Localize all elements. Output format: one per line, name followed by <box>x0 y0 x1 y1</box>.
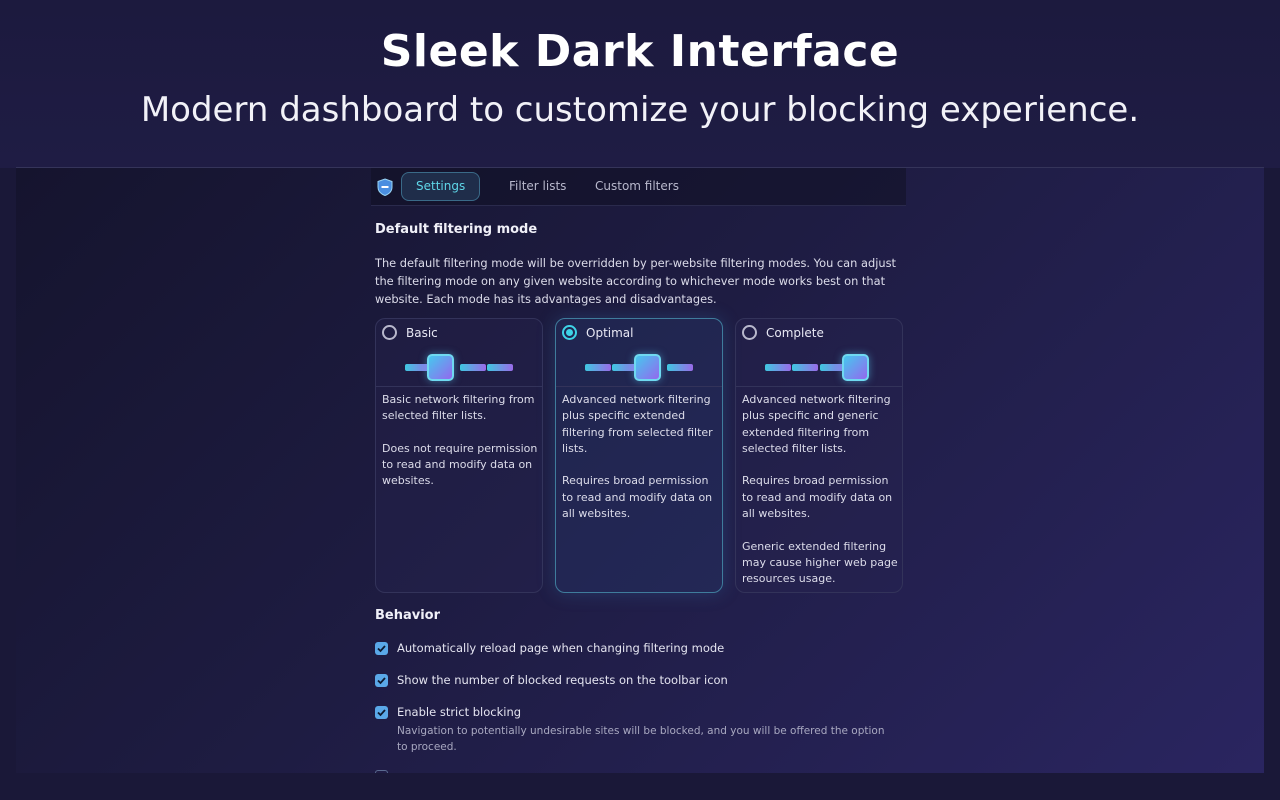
checkbox[interactable] <box>375 642 388 655</box>
checkbox[interactable] <box>375 674 388 687</box>
dashboard-screenshot: Settings Filter lists Custom filters Def… <box>16 167 1264 773</box>
mode-paragraph: Advanced network filtering plus specific… <box>742 393 891 455</box>
tab-custom-filters[interactable]: Custom filters <box>595 179 679 193</box>
tab-filter-lists[interactable]: Filter lists <box>509 179 567 193</box>
mode-label: Complete <box>766 326 824 340</box>
tab-settings[interactable]: Settings <box>401 172 481 201</box>
shield-logo-icon <box>377 178 393 197</box>
slider-segment <box>585 364 611 371</box>
hero-banner: Sleek Dark Interface Modern dashboard to… <box>0 0 1280 168</box>
checkbox[interactable] <box>375 706 388 719</box>
option-label: Enable strict blocking <box>397 705 522 719</box>
mode-card-basic[interactable]: Basic Basic network filtering from selec… <box>375 318 543 593</box>
tab-bar: Settings Filter lists Custom filters <box>371 168 906 206</box>
mode-level-indicator <box>376 354 542 382</box>
slider-segment <box>405 364 431 371</box>
mode-description: Advanced network filtering plus specific… <box>742 392 900 592</box>
mode-level-indicator <box>556 354 722 382</box>
slider-segment <box>820 364 846 371</box>
slider-segment <box>460 364 486 371</box>
radio-basic[interactable] <box>382 325 397 340</box>
mode-paragraph: Does not require permission to read and … <box>382 441 538 488</box>
mode-label: Optimal <box>586 326 634 340</box>
mode-description: Basic network filtering from selected fi… <box>382 392 540 506</box>
radio-complete[interactable] <box>742 325 757 340</box>
behavior-heading: Behavior <box>375 608 441 623</box>
slider-knob <box>427 354 454 381</box>
mode-paragraph: Requires broad permission to read and mo… <box>562 474 713 521</box>
mode-label: Basic <box>406 326 438 340</box>
option-note: Navigation to potentially undesirable si… <box>397 725 885 753</box>
slider-segment <box>667 364 693 371</box>
mode-paragraph: Basic network filtering from selected fi… <box>382 393 535 423</box>
slider-knob <box>842 354 869 381</box>
mode-paragraph: Advanced network filtering plus specific… <box>562 393 713 455</box>
slider-knob <box>634 354 661 381</box>
slider-segment <box>487 364 513 371</box>
hero-title: Sleek Dark Interface <box>380 26 900 77</box>
settings-panel: Settings Filter lists Custom filters Def… <box>371 168 906 773</box>
filtering-mode-description: The default filtering mode will be overr… <box>375 256 896 306</box>
mode-paragraph: Generic extended filtering may cause hig… <box>742 539 898 586</box>
radio-optimal[interactable] <box>562 325 577 340</box>
slider-segment <box>612 364 638 371</box>
mode-level-indicator <box>736 354 902 382</box>
mode-description: Advanced network filtering plus specific… <box>562 392 720 539</box>
option-label: Show the number of blocked requests on t… <box>397 673 728 687</box>
slider-segment <box>792 364 818 371</box>
hero-subtitle: Modern dashboard to customize your block… <box>140 90 1140 130</box>
option-label: Automatically reload page when changing … <box>397 641 725 655</box>
mode-card-optimal[interactable]: Optimal Advanced network filtering plus … <box>555 318 723 593</box>
slider-segment <box>765 364 791 371</box>
mode-paragraph: Requires broad permission to read and mo… <box>742 474 893 521</box>
mode-card-complete[interactable]: Complete Advanced network filtering plus… <box>735 318 903 593</box>
checkbox[interactable] <box>375 770 388 773</box>
filtering-mode-heading: Default filtering mode <box>375 222 538 237</box>
